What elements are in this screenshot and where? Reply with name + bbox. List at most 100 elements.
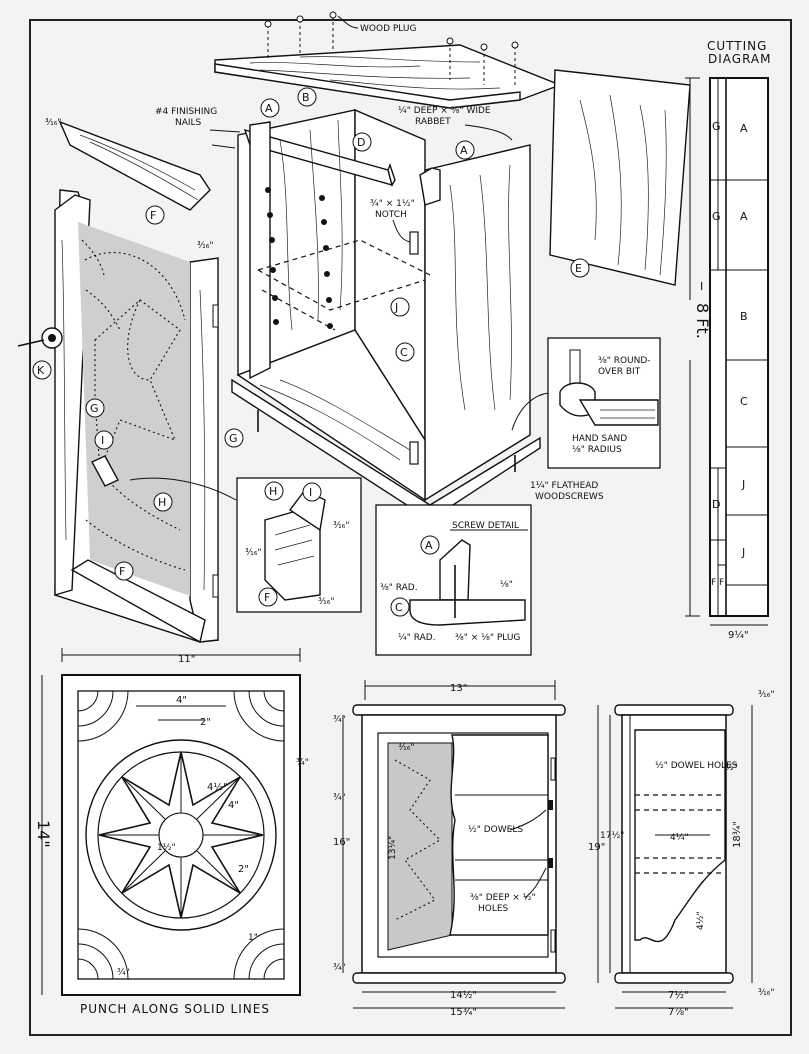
side-19-dim: 19": [588, 842, 605, 853]
detail-dim-3: ³⁄₁₆": [318, 597, 334, 607]
front-34a-dim: ¾": [333, 715, 346, 725]
cabinet-body: [231, 108, 541, 525]
side-12-dim: ½": [725, 763, 738, 773]
cut-g2: G: [712, 210, 721, 223]
part-labels: A B A D E F J C K G G I H F: [32, 87, 590, 581]
star-2-dim: 2": [200, 717, 211, 728]
side-778-dim: 7⅞": [668, 1007, 689, 1018]
corner-34a: ¾": [296, 758, 309, 768]
star-4-dim: 4": [176, 695, 187, 706]
part-a-label: A: [265, 102, 273, 115]
rad14-label: ¼" RAD.: [398, 633, 436, 643]
star-r-dim: 1½": [157, 843, 176, 853]
detail-i-label: I: [309, 486, 312, 499]
front-13-dim: 13": [450, 683, 467, 694]
cut-b: B: [740, 310, 748, 323]
cut-f1: F: [711, 578, 716, 588]
star-4b-dim: 4": [228, 800, 239, 811]
side-712-dim: 7½": [668, 989, 689, 1001]
screw-c-label: C: [395, 601, 403, 614]
front-316-dim: ³⁄₁₆": [398, 743, 414, 753]
joint-detail: H I F ³⁄₁₆" ³⁄₁₆" ³⁄₁₆": [236, 477, 362, 613]
front-16-dim: 16": [333, 837, 350, 848]
deep-holes-label: ⅜" DEEP × ½"HOLES: [470, 893, 536, 914]
side-412-dim: 4½": [696, 911, 706, 930]
cut-j2: J: [741, 546, 745, 559]
corner-1: 1": [248, 933, 258, 943]
panel-height-dim: 14": [34, 820, 53, 848]
part-f-label: F: [150, 209, 156, 222]
cut-j1: J: [741, 478, 745, 491]
detail-h-label: H: [269, 485, 277, 498]
part-d-label: D: [357, 136, 365, 149]
part-j-label: J: [394, 301, 398, 314]
side-1834-dim: 18¾": [732, 821, 743, 848]
stile-dim: ³⁄₁₆": [197, 241, 213, 251]
wood-plugs: [264, 11, 519, 85]
detail-dim-1: ³⁄₁₆": [333, 521, 349, 531]
board-width: 9¼": [728, 629, 749, 641]
cut-a2: A: [740, 210, 748, 223]
screw-detail-title: SCREW DETAIL: [452, 521, 519, 531]
cut-g1: G: [712, 120, 721, 133]
dowel-holes-label: ½" DOWEL HOLES: [655, 761, 738, 771]
part-a2-label: A: [460, 144, 468, 157]
panel-pattern: 11" 14" 4" 2" 4½" 4" 1½" 2" ¾" 1" ¾" PUN…: [34, 648, 309, 1016]
front-34b-dim: ¾": [333, 793, 346, 803]
side-316a-dim: ³⁄₁₆": [758, 690, 774, 700]
side-view: ½" DOWEL HOLES 4¼" 4½" 19" 17½" 18¾" ³⁄₁…: [588, 690, 774, 1018]
top-panel-b: [214, 44, 562, 109]
punch-caption: PUNCH ALONG SOLID LINES: [80, 1002, 270, 1016]
front-1534-dim: 15¾": [450, 1007, 477, 1018]
part-g-label: G: [90, 402, 99, 415]
side-414-dim: 4¼": [670, 833, 689, 843]
dowels-label: ½" DOWELS: [468, 825, 523, 835]
star-45-dim: 4½": [207, 781, 228, 793]
cut-f2: F: [719, 578, 724, 588]
part-b-label: B: [302, 91, 310, 104]
wood-plug-label: WOOD PLUG: [360, 24, 416, 34]
part-f2-label: F: [119, 565, 125, 578]
part-e-label: E: [575, 262, 582, 275]
detail-f-label: F: [264, 591, 270, 604]
front-34c-dim: ¾": [333, 963, 346, 973]
front-134-dim: 13¼": [388, 836, 398, 860]
cut-a1: A: [740, 122, 748, 135]
detail-dim-2: ³⁄₁₆": [245, 548, 261, 558]
side-316b-dim: ³⁄₁₆": [758, 988, 774, 998]
cut-i: I: [700, 280, 703, 293]
panel-width-dim: 11": [178, 654, 195, 665]
part-c-label: C: [400, 346, 408, 359]
side-1712-dim: 17½": [600, 831, 624, 841]
part-g2-label: G: [229, 432, 238, 445]
board-length: 8 Ft.: [693, 303, 712, 339]
cut-c: C: [740, 395, 748, 408]
part-k-label: K: [37, 364, 45, 377]
screw-a-label: A: [425, 539, 433, 552]
front-view: 13" ½" DOWELS ⅜" DEEP × ½"HOLES 16" ¾" ¾…: [333, 680, 566, 1018]
part-i-label: I: [101, 434, 104, 447]
cut-d: D: [712, 498, 720, 511]
part-h-label: H: [158, 496, 166, 509]
roundover-label: ⅜" ROUND-OVER BIT: [598, 356, 651, 377]
page-border: [29, 19, 792, 1036]
front-1412-dim: 14½": [450, 989, 477, 1001]
star-2b-dim: 2": [238, 864, 249, 875]
plug-label: ⅜" × ⅛" PLUG: [455, 633, 520, 643]
rad38-label: ⅜" RAD.: [380, 583, 418, 593]
screw-detail: SCREW DETAIL A C ⅜" RAD. ⅛" ¼" RAD. ⅜" ×…: [375, 504, 532, 656]
notch-label: ¾" × 1½"NOTCH: [370, 199, 415, 220]
back-panel-e: [549, 69, 691, 286]
molding-dim: ³⁄₁₆": [45, 118, 61, 128]
molding-f-upper: [58, 120, 211, 211]
dim18-label: ⅛": [500, 580, 513, 590]
